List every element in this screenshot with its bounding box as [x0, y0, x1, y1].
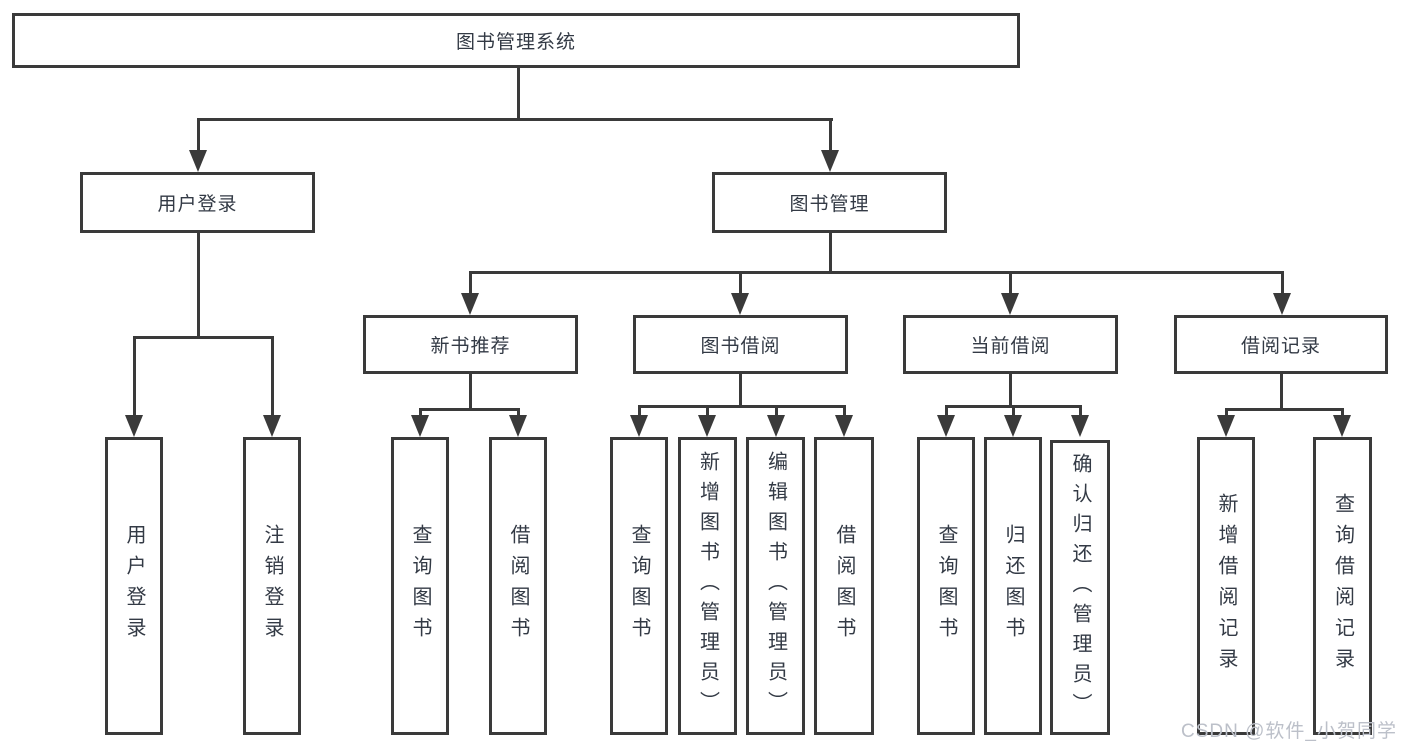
node-cb-confirm-return: 确认归还（管理员） [1050, 440, 1110, 735]
node-cb-return-book: 归还图书 [984, 437, 1042, 735]
arrow-into-login-icon [125, 336, 143, 437]
connector-book-management-crossbar [469, 271, 1284, 274]
node-login: 用户登录 [105, 437, 163, 735]
arrow-into-bb-borrow-book-icon [835, 405, 853, 437]
node-nbr-borrow-book: 借阅图书 [489, 437, 547, 735]
node-user-login: 用户登录 [80, 172, 315, 233]
connector-root-crossbar [197, 118, 833, 121]
node-logout: 注销登录 [243, 437, 301, 735]
node-borrow-record: 借阅记录 [1174, 315, 1388, 374]
node-bb-add-book: 新增图书（管理员） [678, 437, 737, 735]
csdn-watermark: CSDN @软件_小贺同学 [1181, 721, 1397, 742]
node-book-management: 图书管理 [712, 172, 947, 233]
arrow-into-bb-edit-book-icon [767, 405, 785, 437]
node-br-add-record: 新增借阅记录 [1197, 437, 1255, 735]
connector-book-borrow-stem [739, 374, 742, 405]
connector-new-book-recommend-stem [469, 374, 472, 408]
node-current-borrow: 当前借阅 [903, 315, 1118, 374]
arrow-into-nbr-query-book-icon [411, 408, 429, 437]
arrow-into-bb-query-book-icon [630, 405, 648, 437]
connector-borrow-record-crossbar [1225, 408, 1344, 411]
node-nbr-query-book: 查询图书 [391, 437, 449, 735]
node-bb-query-book: 查询图书 [610, 437, 668, 735]
node-bb-edit-book: 编辑图书（管理员） [746, 437, 805, 735]
node-bb-borrow-book: 借阅图书 [814, 437, 874, 735]
connector-book-management-stem [829, 233, 832, 271]
node-br-query-record: 查询借阅记录 [1313, 437, 1372, 735]
connector-borrow-record-stem [1280, 374, 1283, 408]
arrow-into-cb-query-book-icon [937, 405, 955, 437]
arrow-into-br-query-record-icon [1333, 408, 1351, 437]
connector-book-borrow-crossbar [638, 405, 846, 408]
connector-root-stem [517, 68, 520, 118]
node-library-management-system: 图书管理系统 [12, 13, 1020, 68]
arrow-into-borrow-record-icon [1273, 271, 1291, 315]
arrow-into-cb-return-book-icon [1004, 405, 1022, 437]
connector-new-book-recommend-crossbar [419, 408, 520, 411]
arrow-into-nbr-borrow-book-icon [509, 408, 527, 437]
arrow-into-book-management-icon [821, 118, 839, 172]
arrow-into-current-borrow-icon [1001, 271, 1019, 315]
node-new-book-recommend: 新书推荐 [363, 315, 578, 374]
connector-user-login-stem [197, 233, 200, 336]
connector-user-login-crossbar [133, 336, 274, 339]
arrow-into-logout-icon [263, 336, 281, 437]
arrow-into-new-book-recommend-icon [461, 271, 479, 315]
arrow-into-book-borrow-icon [731, 271, 749, 315]
arrow-into-br-add-record-icon [1217, 408, 1235, 437]
arrow-into-user-login-icon [189, 118, 207, 172]
connector-current-borrow-stem [1009, 374, 1012, 405]
node-cb-query-book: 查询图书 [917, 437, 975, 735]
node-book-borrow: 图书借阅 [633, 315, 848, 374]
arrow-into-bb-add-book-icon [698, 405, 716, 437]
arrow-into-cb-confirm-return-icon [1071, 405, 1089, 437]
